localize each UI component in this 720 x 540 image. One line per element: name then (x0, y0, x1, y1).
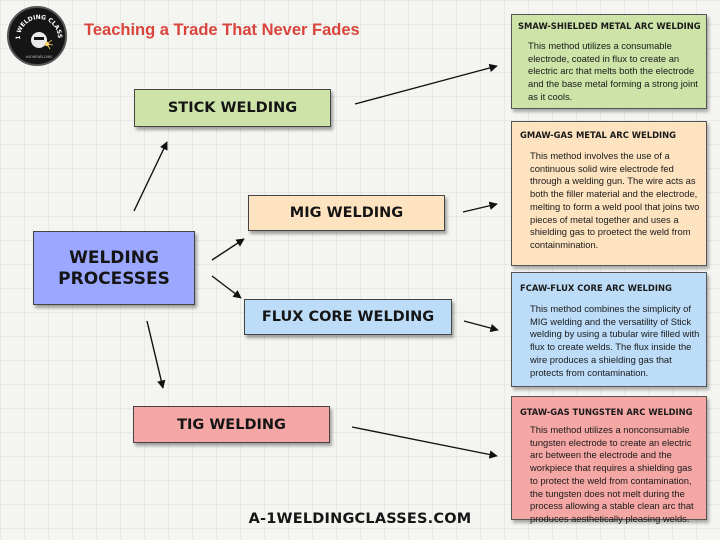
mig-welding-node: MIG WELDING (248, 195, 445, 231)
smaw-heading: SMAW-SHIELDED METAL ARC WELDING (518, 21, 701, 31)
logo: A-1 WELDING CLASSES #AONEWELDING (7, 6, 67, 66)
smaw-card: SMAW-SHIELDED METAL ARC WELDING This met… (511, 14, 707, 109)
welding-processes-node: WELDING PROCESSES (33, 231, 195, 305)
gtaw-card: GTAW-GAS TUNGSTEN ARC WELDING This metho… (511, 396, 707, 524)
welder-icon: A-1 WELDING CLASSES #AONEWELDING (9, 8, 63, 59)
tig-welding-node: TIG WELDING (133, 406, 330, 443)
flux-core-welding-node: FLUX CORE WELDING (244, 299, 452, 335)
tagline: Teaching a Trade That Never Fades (84, 21, 360, 39)
fcaw-heading: FCAW-FLUX CORE ARC WELDING (520, 283, 672, 293)
fcaw-description: This method combines the simplicity of M… (530, 303, 700, 378)
gtaw-description: This method utilizes a nonconsumable tun… (530, 424, 694, 524)
arrow-mig-to-gmaw (462, 201, 498, 213)
stick-welding-node: STICK WELDING (134, 89, 331, 127)
smaw-description: This method utilizes a consumable electr… (528, 40, 698, 102)
arrow-main-to-mig (211, 238, 245, 261)
fcaw-card: FCAW-FLUX CORE ARC WELDING This method c… (511, 272, 707, 387)
logo-subtext: #AONEWELDING (26, 55, 53, 59)
gmaw-heading: GMAW-GAS METAL ARC WELDING (520, 130, 677, 140)
website-footer: A-1WELDINGCLASSES.COM (248, 511, 472, 527)
arrow-flux-to-fcaw (463, 320, 499, 333)
arrow-main-to-stick (133, 141, 168, 212)
gmaw-card: GMAW-GAS METAL ARC WELDING This method i… (511, 121, 707, 266)
arrow-stick-to-smaw (354, 63, 498, 105)
gmaw-description: This method involves the use of a contin… (530, 150, 700, 250)
arrow-main-to-tig (146, 320, 166, 389)
gtaw-heading: GTAW-GAS TUNGSTEN ARC WELDING (520, 407, 693, 417)
arrow-main-to-flux (211, 275, 242, 299)
arrow-tig-to-gtaw (351, 426, 498, 459)
